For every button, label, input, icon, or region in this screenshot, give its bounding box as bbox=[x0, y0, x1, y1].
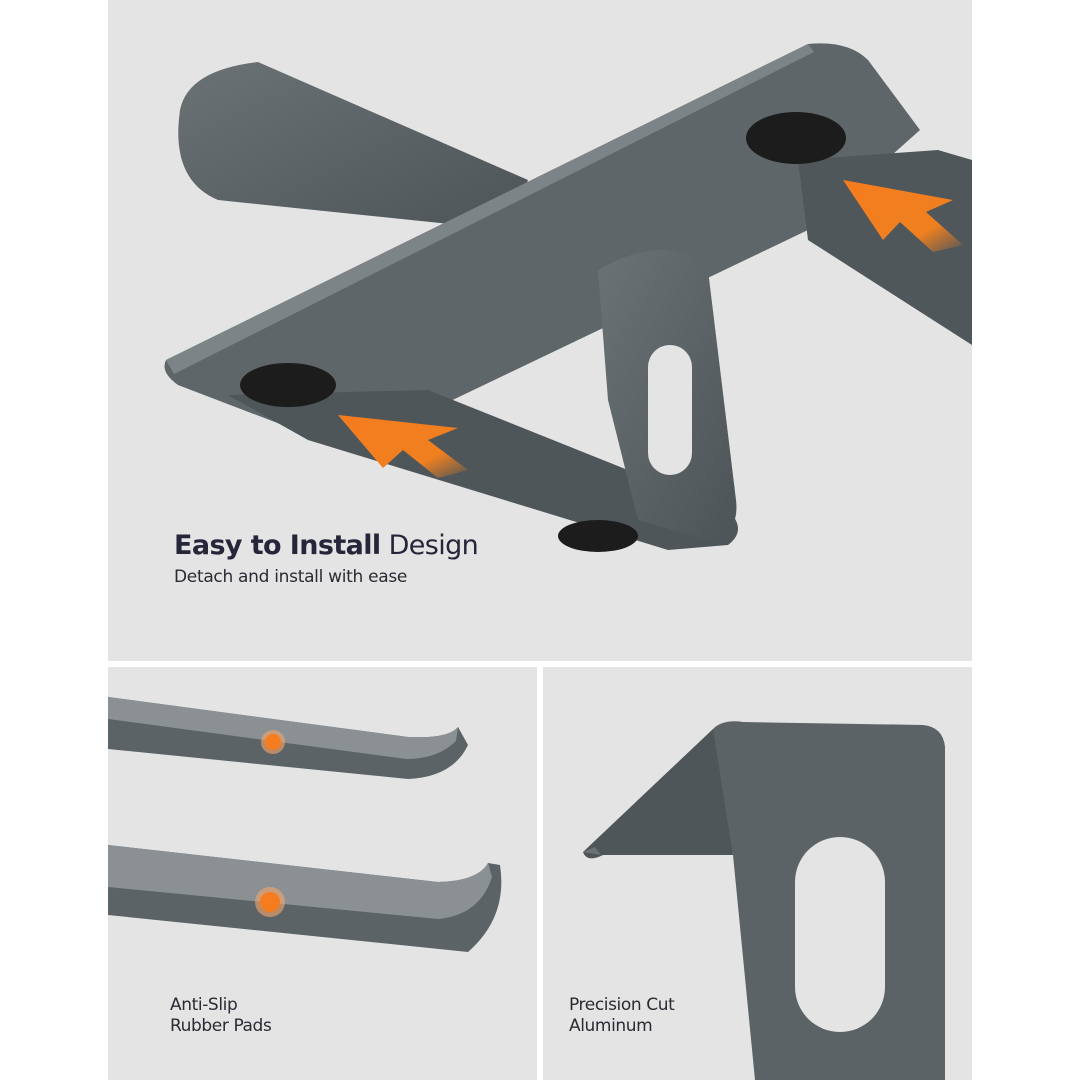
caption-line-2: Aluminum bbox=[569, 1016, 653, 1036]
caption-line-2: Rubber Pads bbox=[170, 1016, 272, 1036]
headline-regular: Design bbox=[388, 530, 479, 561]
orange-arrow-icon bbox=[843, 180, 963, 252]
caption-line-1: Anti-Slip bbox=[170, 995, 238, 1015]
orange-dot-icon bbox=[261, 730, 285, 754]
aluminum-support-illustration bbox=[583, 721, 945, 1080]
headline-bold: Easy to Install bbox=[174, 530, 381, 561]
orange-dot-icon bbox=[255, 887, 285, 917]
feature-panel-precision-cut: Precision Cut Aluminum bbox=[543, 667, 972, 1080]
rubber-pads-illustration bbox=[108, 697, 502, 952]
headline: Easy to Install Design bbox=[174, 530, 479, 561]
feature-panel-anti-slip: Anti-Slip Rubber Pads bbox=[108, 667, 537, 1080]
caption-line-1: Precision Cut bbox=[569, 995, 675, 1015]
caption-anti-slip: Anti-Slip Rubber Pads bbox=[170, 995, 272, 1037]
feature-panel-easy-install: Easy to Install Design Detach and instal… bbox=[108, 0, 972, 661]
laptop-stand-illustration bbox=[164, 43, 972, 552]
subheadline: Detach and install with ease bbox=[174, 567, 408, 587]
orange-arrow-icon bbox=[338, 415, 468, 478]
caption-precision-cut: Precision Cut Aluminum bbox=[569, 995, 675, 1037]
